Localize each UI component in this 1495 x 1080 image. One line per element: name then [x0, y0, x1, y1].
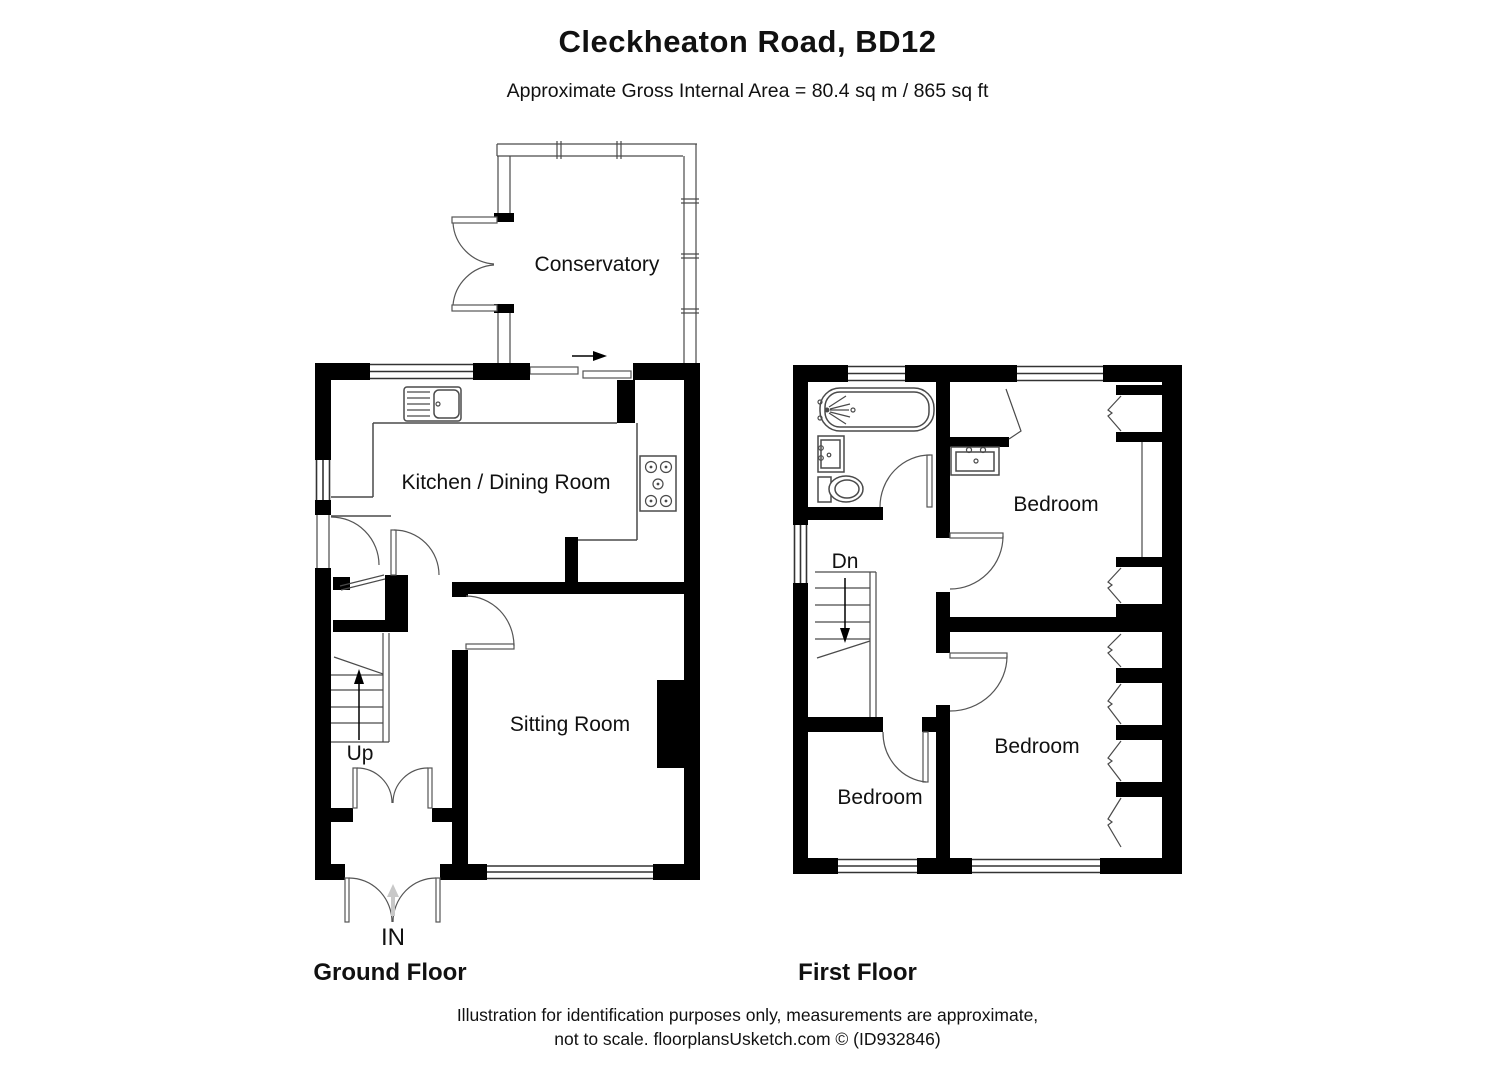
cupboard-door [1005, 388, 1022, 440]
disclaimer-line2: not to scale. floorplansUsketch.com © (I… [554, 1029, 941, 1049]
bedroom-top-label: Bedroom [1013, 493, 1098, 516]
first-walls [793, 365, 1182, 874]
up-arrow-icon [354, 669, 364, 684]
down-arrow-icon [840, 628, 850, 643]
sitting-room-window [487, 865, 653, 880]
area-subtitle: Approximate Gross Internal Area = 80.4 s… [506, 80, 989, 102]
first-windows [793, 365, 1103, 874]
toilet-icon [817, 475, 864, 503]
sliding-door [529, 351, 632, 379]
kitchen-fixtures [331, 386, 677, 541]
french-doors [451, 216, 498, 312]
bedroom-small-label: Bedroom [837, 786, 922, 809]
disclaimer-line1: Illustration for identification purposes… [456, 1005, 1039, 1025]
in-label: IN [381, 924, 405, 951]
sink-icon [403, 386, 462, 422]
bathroom-fixtures [817, 387, 935, 503]
bathroom-window [848, 365, 905, 382]
bathroom-sink-icon [817, 435, 845, 473]
kitchen-window [370, 363, 473, 380]
side-door-frame [316, 515, 330, 568]
first-doors [879, 454, 1008, 783]
bedroom-right-door [949, 652, 1008, 712]
bedroom-right-label: Bedroom [994, 735, 1079, 758]
bedroom-right-window [972, 858, 1100, 874]
side-window [315, 460, 331, 500]
up-label: Up [347, 742, 374, 765]
ground-windows [315, 363, 653, 880]
side-door [330, 516, 386, 591]
counter-line-right [578, 423, 638, 541]
bedroom-small-door [882, 731, 929, 783]
hob-icon [639, 455, 677, 512]
landing-window [793, 525, 808, 583]
dn-label: Dn [832, 550, 859, 573]
slide-arrow-icon [593, 351, 607, 361]
sitting-room-door [465, 595, 515, 650]
first-stairs: Dn [815, 550, 877, 717]
counter-line [331, 422, 617, 498]
in-arrow-icon [387, 884, 399, 897]
ground-walls [315, 363, 700, 880]
conservatory [451, 141, 699, 379]
bedroom-top-fixtures [950, 388, 1143, 557]
ground-doors [330, 516, 515, 809]
bathroom-door [879, 454, 933, 508]
wardrobe-doors [1107, 395, 1122, 848]
bedroom-top-window [1017, 365, 1103, 382]
hall-door [390, 529, 440, 576]
ground-floor-plan: Up IN Conservatory Kitchen / Dining Room… [315, 141, 700, 951]
bedroom-small-window [838, 858, 917, 874]
chimney-breast [657, 680, 684, 768]
bedroom-top-door [949, 532, 1004, 590]
bedroom-sink-icon [950, 446, 1000, 476]
sitting-room-label: Sitting Room [510, 713, 630, 736]
conservatory-label: Conservatory [535, 253, 660, 276]
ground-floor-label: Ground Floor [313, 959, 467, 986]
vestibule-doors [352, 767, 433, 809]
entrance: IN [344, 877, 441, 951]
ground-stairs: Up [331, 633, 390, 765]
first-floor-plan: Dn Bedroom Bedroom Bedroom [793, 365, 1182, 874]
page-title: Cleckheaton Road, BD12 [558, 24, 937, 59]
kitchen-label: Kitchen / Dining Room [402, 471, 611, 494]
first-floor-label: First Floor [798, 959, 917, 986]
bath-icon [817, 387, 935, 432]
